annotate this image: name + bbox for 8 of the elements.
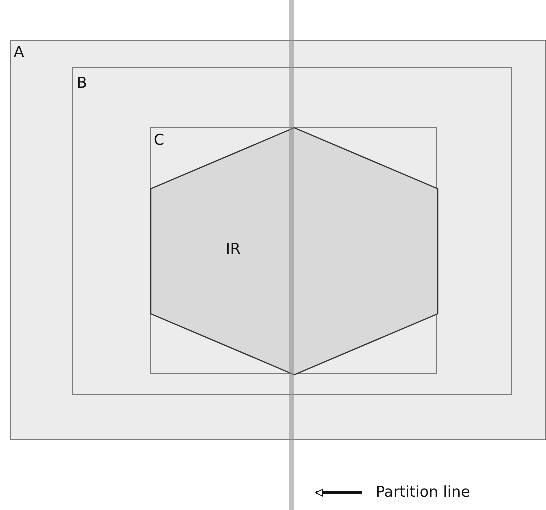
region-label: A <box>14 45 24 60</box>
arrow <box>316 489 362 497</box>
region-box <box>72 67 512 395</box>
region-label: B <box>77 76 88 91</box>
region-label: C <box>154 133 164 148</box>
region-label: IR <box>226 242 241 257</box>
region-box <box>10 40 546 440</box>
partition-label: Partition line <box>376 485 470 500</box>
